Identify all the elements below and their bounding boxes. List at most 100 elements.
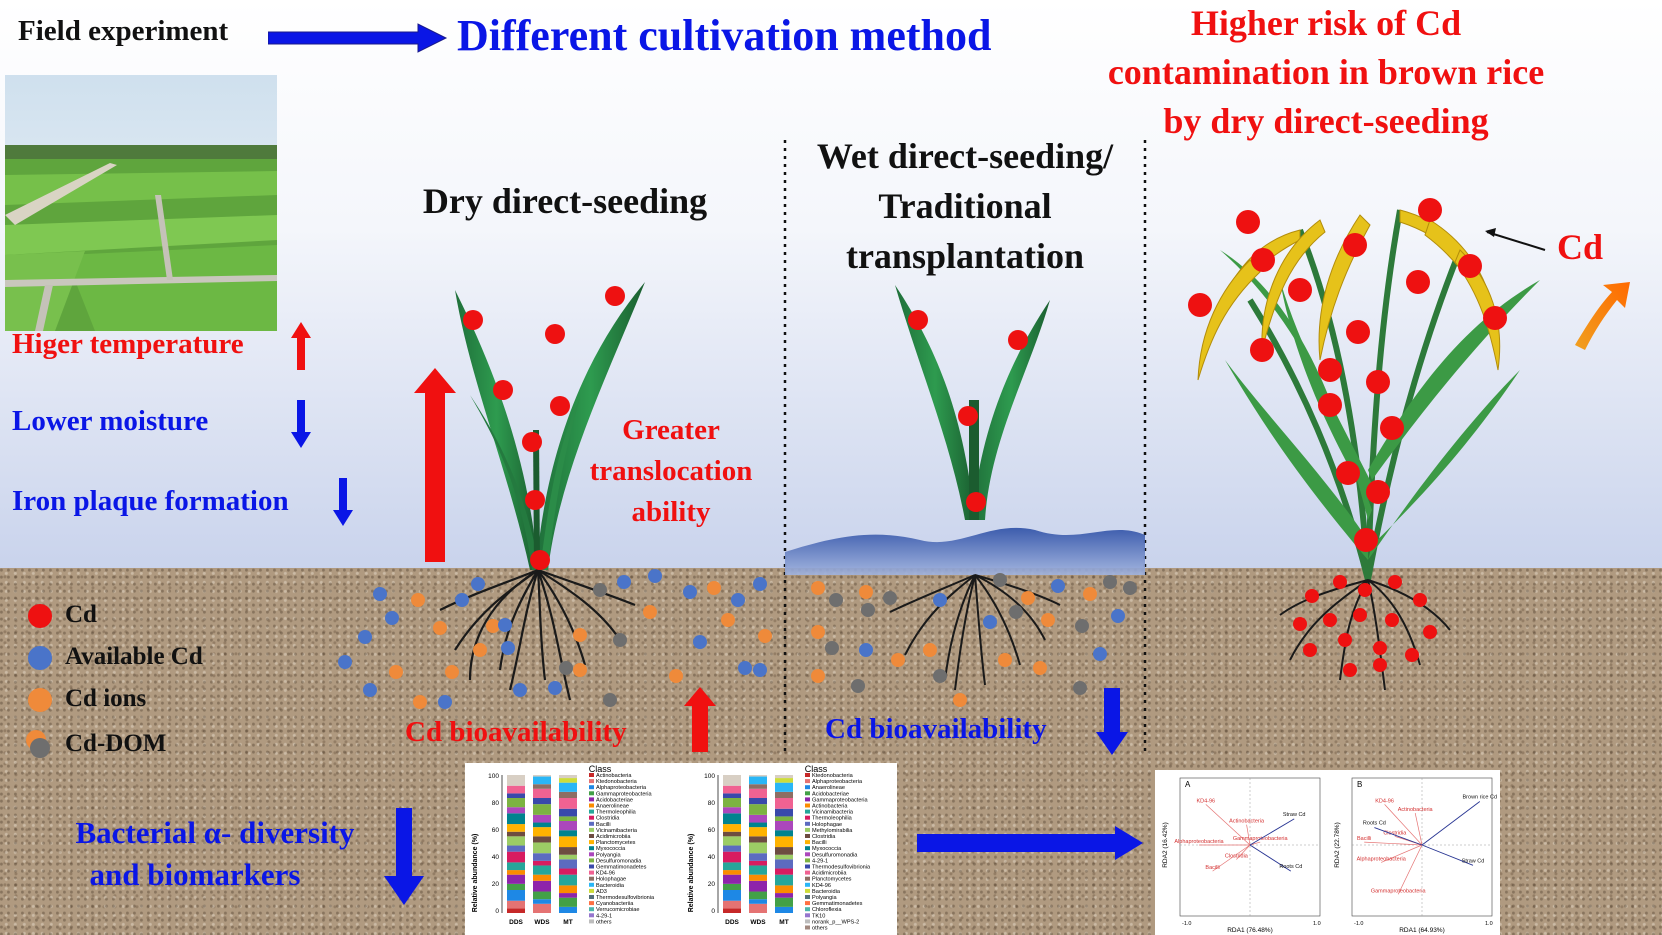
rda-taxon-vector bbox=[1384, 804, 1423, 846]
bar-ytick: 0 bbox=[711, 908, 715, 915]
bar-segment bbox=[533, 842, 551, 854]
rda-taxon-vector bbox=[1236, 844, 1251, 860]
rda-taxon-label: Gammaproteobacteria bbox=[1371, 888, 1427, 894]
bar-segment bbox=[723, 883, 741, 890]
bar-legend-swatch bbox=[589, 779, 594, 784]
bar-legend-label: 4-29-1 bbox=[596, 913, 612, 919]
rda-env-label: Brown rice Cd bbox=[1463, 795, 1498, 801]
bar-legend-label: Cyanobacteriia bbox=[596, 901, 634, 907]
bar-segment bbox=[507, 883, 525, 890]
bar-legend-swatch bbox=[589, 773, 594, 777]
bar-segment bbox=[749, 860, 767, 866]
bar-legend-swatch bbox=[589, 846, 594, 851]
bar-segment bbox=[533, 804, 551, 815]
bar-segment bbox=[749, 903, 767, 913]
bar-legend-swatch bbox=[805, 773, 810, 777]
bar-segment bbox=[723, 836, 741, 846]
bar-segment bbox=[775, 874, 793, 886]
bar-ytick: 100 bbox=[488, 773, 499, 780]
bar-segment bbox=[775, 782, 793, 792]
bar-segment bbox=[775, 821, 793, 831]
bar-segment bbox=[533, 784, 551, 789]
bar-legend-label: Acidimicrobiia bbox=[596, 834, 631, 840]
rda-env-vector bbox=[1421, 844, 1474, 866]
page-title: Different cultivation method bbox=[457, 11, 992, 60]
bar-segment bbox=[775, 897, 793, 907]
legend-available-cd: Available Cd bbox=[65, 643, 203, 670]
bar-category: MT bbox=[563, 919, 572, 926]
bar-legend-swatch bbox=[805, 779, 810, 784]
bioavailability-up-arrow-icon bbox=[684, 687, 716, 752]
rda-taxon-label: KD4-96 bbox=[1375, 798, 1394, 804]
conclusion-line-2: contamination in brown rice bbox=[1107, 52, 1545, 92]
bar-segment bbox=[775, 906, 793, 913]
bar-segment bbox=[533, 853, 551, 861]
rda-tick: 1.0 bbox=[1313, 921, 1321, 927]
rda-taxon-label: Clostridia bbox=[1225, 854, 1249, 860]
rda-taxon-vector bbox=[1246, 824, 1251, 846]
bar-segment bbox=[749, 814, 767, 823]
bar-legend-swatch bbox=[805, 815, 810, 820]
rda-taxon-vector bbox=[1414, 813, 1423, 846]
bar-legend-label: Alphaproteobacteria bbox=[812, 779, 863, 785]
bar-segment bbox=[723, 900, 741, 909]
bar-legend-swatch bbox=[805, 797, 810, 802]
bar-ytick: 20 bbox=[708, 881, 716, 888]
rda-taxon-vector bbox=[1364, 841, 1423, 846]
bar-legend-label: Gemmatimonadetes bbox=[596, 865, 647, 871]
bar-segment bbox=[749, 865, 767, 875]
bar-legend-label: Verrucomicrobiae bbox=[596, 907, 640, 913]
bar-legend-swatch bbox=[805, 864, 810, 869]
bar-segment bbox=[723, 785, 741, 794]
bar-legend-swatch bbox=[589, 827, 594, 832]
bar-legend-swatch bbox=[589, 852, 594, 857]
bar-ytick: 40 bbox=[708, 854, 716, 861]
bar-legend-label: Anaerolineae bbox=[812, 785, 845, 791]
bar-segment bbox=[749, 822, 767, 828]
bar-segment bbox=[749, 880, 767, 892]
bioavailability-down-arrow-icon bbox=[1096, 688, 1128, 755]
wet-seeding-title-line-3: transplantation bbox=[845, 236, 1085, 276]
bar-legend-label: Planctomycetes bbox=[596, 840, 636, 846]
bar-legend-swatch bbox=[589, 870, 594, 875]
bar-legend-swatch bbox=[805, 870, 810, 875]
bar-legend-label: KD4-96 bbox=[812, 883, 831, 889]
bar-ytick: 100 bbox=[704, 773, 715, 780]
bar-segment bbox=[533, 903, 551, 913]
bar-legend-swatch bbox=[805, 882, 810, 887]
wet-seeding-title-line-1: Wet direct-seeding/ bbox=[816, 136, 1114, 176]
bar-segment bbox=[749, 874, 767, 881]
bar-ytick: 20 bbox=[492, 881, 500, 888]
legend-icons bbox=[26, 604, 52, 758]
bar-segment bbox=[749, 899, 767, 904]
bar-segment bbox=[723, 870, 741, 875]
bar-segment bbox=[533, 899, 551, 904]
bar-legend-swatch bbox=[805, 895, 810, 899]
soil-particles-wet bbox=[811, 573, 1137, 707]
bar-segment bbox=[507, 908, 525, 913]
bar-legend-label: Acidobacteriae bbox=[596, 797, 633, 803]
bar-segment bbox=[775, 885, 793, 894]
bar-legend-swatch bbox=[589, 858, 594, 863]
temperature-label: Higer temperature bbox=[12, 328, 244, 360]
cd-pointer-line bbox=[1486, 231, 1546, 251]
bar-segment bbox=[559, 808, 577, 817]
bar-segment bbox=[507, 793, 525, 798]
bar-legend-label: Thermodesulfovibrionia bbox=[812, 865, 871, 871]
bar-legend-label: Bacteroidia bbox=[812, 889, 841, 895]
bar-segment bbox=[507, 831, 525, 837]
bar-legend-label: Bacteroidia bbox=[596, 883, 625, 889]
bar-legend-label: Vicinamibacteria bbox=[596, 828, 638, 834]
bar-segment bbox=[775, 791, 793, 798]
rda-env-vector bbox=[1374, 827, 1423, 846]
bar-segment bbox=[559, 847, 577, 855]
bar-legend-swatch bbox=[805, 821, 810, 826]
bar-ytick: 80 bbox=[492, 800, 500, 807]
bar-legend-label: Myxococcia bbox=[596, 846, 626, 852]
rda-env-label: Straw Cd bbox=[1462, 858, 1485, 864]
bar-segment bbox=[559, 874, 577, 886]
bar-segment bbox=[775, 808, 793, 817]
bar-segment bbox=[723, 862, 741, 871]
bar-segment bbox=[559, 798, 577, 809]
